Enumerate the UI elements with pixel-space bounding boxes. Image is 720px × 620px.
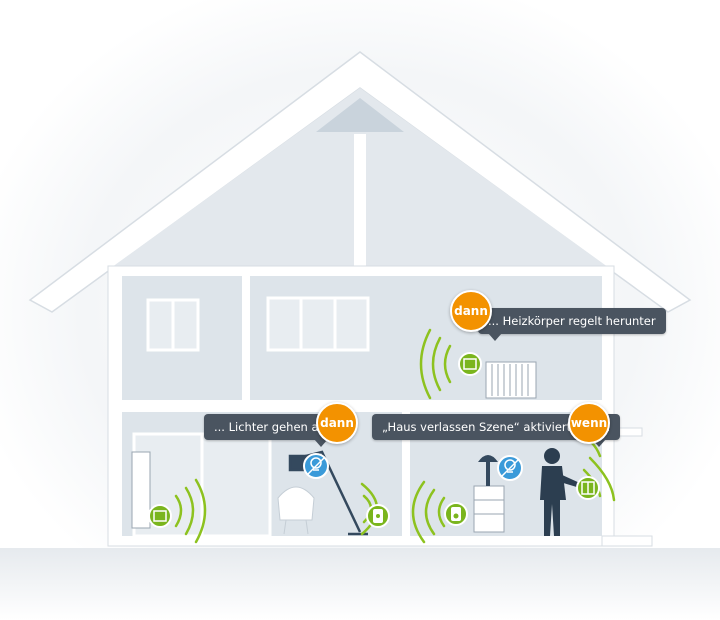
callout-heating: ... Heizkörper regelt herunter <box>478 308 666 341</box>
armchair <box>277 486 315 535</box>
motion-sensor-icon <box>444 502 468 526</box>
smart-plug-icon <box>366 504 390 528</box>
badge-dann-heating-label: dann <box>454 304 488 318</box>
callout-heating-text: ... Heizkörper regelt herunter <box>488 314 656 328</box>
window-upper-right <box>266 296 370 352</box>
badge-dann-lights: dann <box>316 402 358 444</box>
bulb-off-icon <box>497 455 523 481</box>
radiator-upstairs <box>485 361 537 399</box>
dresser <box>473 485 505 533</box>
badge-dann-lights-label: dann <box>320 416 354 430</box>
ground-strip <box>0 548 720 620</box>
radiator-thermostat-icon <box>148 504 172 528</box>
callout-lights-text: ... Lichter gehen aus <box>214 420 332 434</box>
callout-scene-text: „Haus verlassen Szene“ aktiviert wird... <box>382 420 611 434</box>
radiator-living <box>131 451 151 529</box>
ledge-lower <box>601 535 653 547</box>
table-lamp <box>478 455 498 486</box>
badge-wenn-label: wenn <box>570 416 608 430</box>
radiator-thermostat-icon <box>458 352 482 376</box>
gable-vent <box>316 98 404 132</box>
callout-lights: ... Lichter gehen aus <box>204 414 342 447</box>
window-upper-left <box>146 298 200 352</box>
badge-wenn: wenn <box>568 402 610 444</box>
badge-dann-heating: dann <box>450 290 492 332</box>
person-leaving <box>540 448 582 536</box>
wall-switch-icon <box>576 476 600 500</box>
bulb-off-icon <box>303 453 329 479</box>
attic-post <box>354 134 366 270</box>
